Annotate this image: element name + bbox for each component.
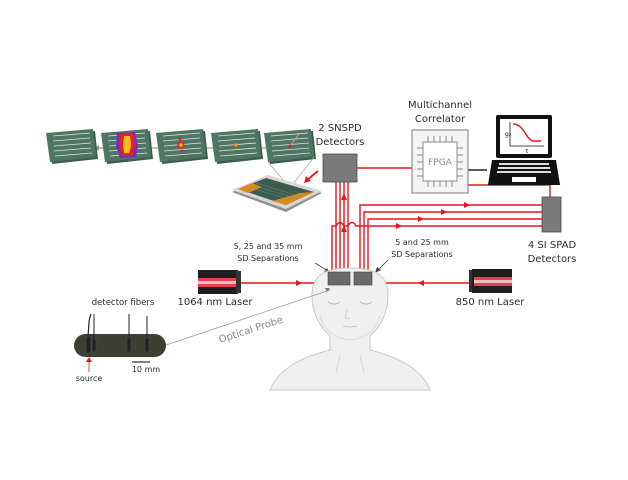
sd-left-label-line1: 5, 25 and 35 mm: [234, 242, 303, 251]
sd-left-label-line2: SD Separations: [237, 254, 298, 263]
probe-pointer-line: [165, 289, 331, 346]
snspd-chip-2: [101, 129, 153, 164]
right-probe-pad: [353, 271, 373, 286]
snspd-chip-1: [46, 129, 98, 164]
laser-850: [469, 269, 512, 293]
arrow-head-icon: [304, 176, 311, 183]
optical-probe-label: Optical Probe: [218, 315, 285, 346]
correlator-label-line2: Correlator: [415, 114, 466, 125]
laser-1064-label: 1064 nm Laser: [177, 297, 253, 308]
photon-arrow: [306, 170, 319, 181]
spad-label-line2: Detectors: [528, 254, 577, 265]
snspd-chip-3: [156, 129, 208, 164]
snspd-label-line1: 2 SNSPD: [318, 123, 362, 134]
snspd-detector-box: [322, 153, 358, 183]
correlator-label-line1: Multichannel: [408, 100, 472, 111]
sd-right-label-line2: SD Separations: [391, 250, 452, 259]
head-illustration: [269, 267, 431, 391]
detector-fibers-label: detector fibers: [92, 298, 155, 308]
laser-850-label: 850 nm Laser: [456, 297, 526, 308]
plot-x-label: τ: [525, 148, 529, 155]
optical-probe: [74, 313, 166, 357]
snspd-device: [232, 175, 322, 212]
snspd-label-line2: Detectors: [316, 137, 365, 148]
fpga-label: FPGA: [428, 158, 453, 168]
spad-detector-box: [541, 196, 562, 233]
laptop-icon: g₂ τ: [488, 115, 560, 185]
left-probe-pad: [327, 271, 351, 286]
spad-label-line1: 4 SI SPAD: [528, 240, 577, 251]
scale-label: 10 mm: [132, 365, 161, 374]
plot-y-label: g₂: [505, 131, 512, 138]
source-label: source: [76, 374, 103, 383]
fpga-chip: FPGA: [411, 129, 469, 194]
sd-right-label-line1: 5 and 25 mm: [395, 238, 449, 247]
snspd-chip-5: [264, 129, 316, 164]
snspd-chip-4: [211, 129, 263, 164]
fiber-direction-arrows: [341, 193, 470, 232]
laser-1064: [198, 270, 241, 294]
g2-decay-curve: [512, 123, 541, 142]
snspd-chip-sequence: [46, 129, 316, 189]
